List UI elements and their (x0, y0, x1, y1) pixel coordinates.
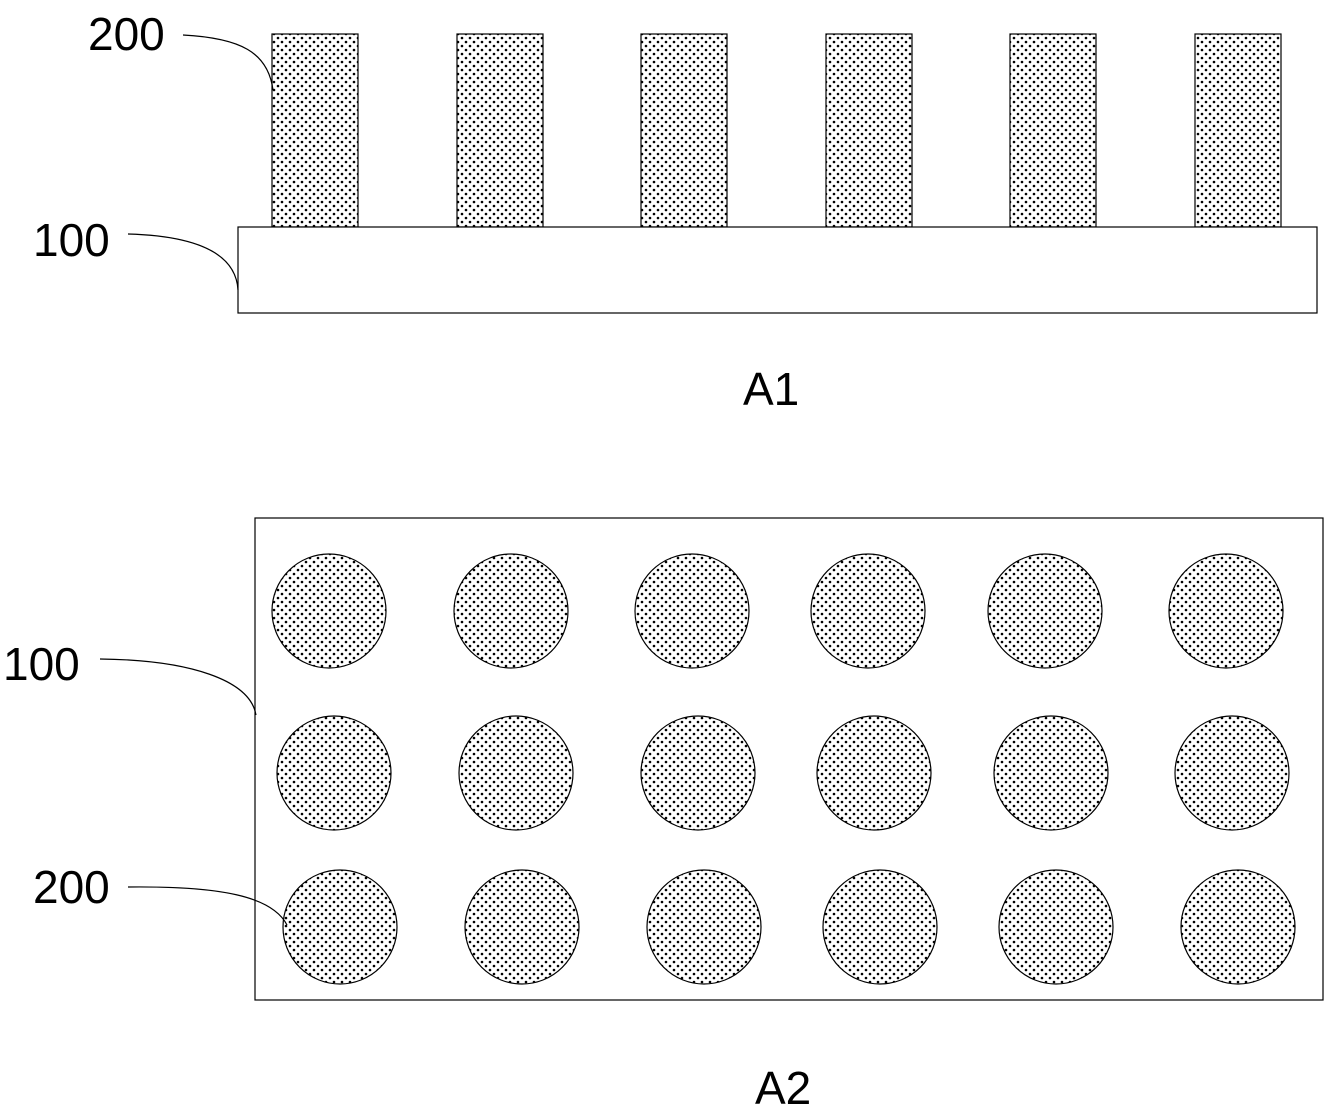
a1-pillar-1 (271, 33, 359, 228)
a2-pillar-r2-c2 (458, 715, 574, 831)
a2-pillar-r2-c6 (1174, 715, 1290, 831)
a2-pillar-r2-c1 (276, 715, 392, 831)
a2-pillar-r3-c5 (998, 869, 1114, 985)
a2-substrate (254, 517, 1324, 1001)
a1-pillar-3 (640, 33, 728, 228)
a2-pillar-r3-c1 (282, 869, 398, 985)
a2-caption: A2 (755, 1062, 811, 1111)
a2-pillar-r3-c4 (822, 869, 938, 985)
a2-pillar-r1-c1 (271, 553, 387, 669)
a2-pillar-r1-c5 (987, 553, 1103, 669)
a1-pillar-leader-line (182, 34, 274, 91)
a1-substrate (237, 226, 1318, 314)
a1-substrate-leader-line (127, 233, 239, 291)
a1-pillar-group (271, 33, 1282, 228)
a2-pillar-r3-c2 (464, 869, 580, 985)
a1-pillar-4 (825, 33, 913, 228)
a1-pillar-ref-label: 200 (88, 8, 165, 60)
a2-pillar-r2-c4 (816, 715, 932, 831)
figure-a1: 200 100 A1 (33, 8, 1318, 415)
a2-pillar-r1-c2 (453, 553, 569, 669)
a1-pillar-2 (456, 33, 544, 228)
a2-pillar-r3-c3 (646, 869, 762, 985)
a2-pillar-r1-c4 (810, 553, 926, 669)
a2-pillar-r2-c3 (640, 715, 756, 831)
a2-substrate-ref-label: 100 (3, 638, 80, 690)
a2-pillar-r3-c6 (1180, 869, 1296, 985)
figure-a2: 100 200 A2 (3, 517, 1324, 1111)
a1-caption: A1 (743, 363, 799, 415)
a2-substrate-leader-line (99, 658, 257, 716)
a2-pillar-leader-line (127, 886, 288, 926)
a2-pillar-r1-c6 (1168, 553, 1284, 669)
a2-pillar-r2-c5 (993, 715, 1109, 831)
a2-pillar-r1-c3 (634, 553, 750, 669)
a2-pillar-group (271, 553, 1296, 985)
a1-pillar-6 (1194, 33, 1282, 228)
a2-pillar-ref-label: 200 (33, 861, 110, 913)
a1-pillar-5 (1009, 33, 1097, 228)
a1-substrate-ref-label: 100 (33, 214, 110, 266)
